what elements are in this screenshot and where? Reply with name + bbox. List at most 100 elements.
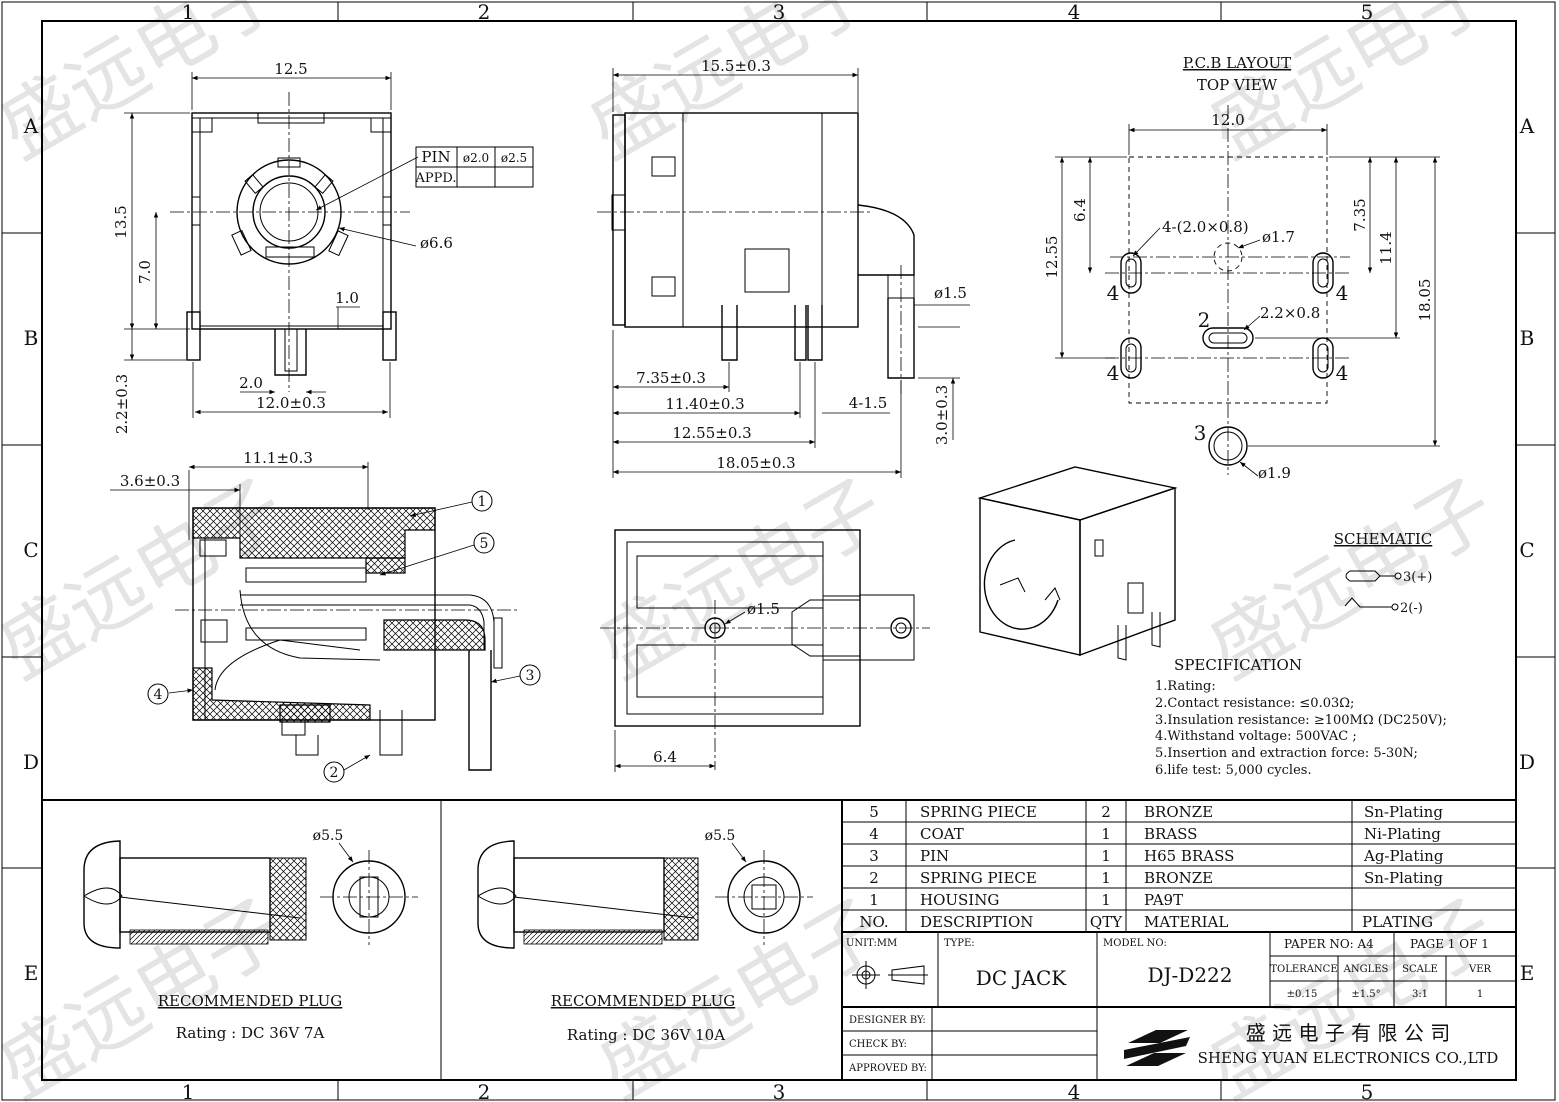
spec-title: SPECIFICATION xyxy=(1174,656,1302,674)
dim-diameter: ø6.6 xyxy=(420,234,453,252)
svg-text:SPRING PIECE: SPRING PIECE xyxy=(920,803,1037,821)
scale-label: SCALE xyxy=(1402,964,1438,975)
bottom-pin-dia: ø1.5 xyxy=(747,600,780,618)
pin-table-col: ø2.5 xyxy=(501,151,527,165)
row-label: E xyxy=(1520,961,1535,985)
svg-text:1: 1 xyxy=(1101,891,1111,909)
row-label: B xyxy=(1520,326,1535,350)
bom-row: 5 SPRING PIECE 2 BRONZE Sn-Plating xyxy=(869,803,1443,821)
projection-symbol-icon xyxy=(852,961,928,989)
row-label: C xyxy=(1519,538,1534,562)
section-width: 11.1±0.3 xyxy=(243,449,313,467)
svg-text:COAT: COAT xyxy=(920,825,964,843)
plug-diameter: ø5.5 xyxy=(705,828,736,844)
pcb-pin-number: 4 xyxy=(1107,281,1120,305)
pcb-pin-number: 4 xyxy=(1107,361,1120,385)
iso-view xyxy=(977,466,1178,661)
svg-text:1: 1 xyxy=(1101,847,1111,865)
title-block: UNIT:MM TYPE: DC JACK MODEL NO: DJ-D222 … xyxy=(842,932,1516,1080)
callout: 1 xyxy=(478,494,487,510)
pcb-width: 12.0 xyxy=(1211,111,1244,129)
row-label: A xyxy=(23,114,39,138)
bom-header: NO. DESCRIPTION QTY MATERIAL PLATING xyxy=(859,913,1433,931)
callout: 4 xyxy=(154,687,163,703)
col-label: 2 xyxy=(478,1080,491,1102)
callout: 5 xyxy=(480,536,489,552)
callout: 3 xyxy=(526,668,535,684)
spec-item: 2.Contact resistance: ≤0.03Ω; xyxy=(1155,696,1354,711)
dim-top-length: 15.5±0.3 xyxy=(701,57,771,75)
svg-text:1: 1 xyxy=(869,891,879,909)
row-label: C xyxy=(23,538,38,562)
front-view: 12.5 13.5 7.0 2.2±0.3 12.0±0.3 2.0 1.0 ø… xyxy=(112,60,534,434)
recommended-plug-2: ø5.5 RECOMMENDED PLUG Rating : DC 36V 10… xyxy=(477,828,813,1044)
angles-value: ±1.5° xyxy=(1351,989,1380,1000)
svg-text:H65 BRASS: H65 BRASS xyxy=(1144,847,1234,865)
dim-side: 11.40±0.3 xyxy=(665,395,744,413)
svg-text:MATERIAL: MATERIAL xyxy=(1144,913,1228,931)
scale-value: 3:1 xyxy=(1412,989,1428,1000)
svg-text:3: 3 xyxy=(869,847,879,865)
dim-pin-dia: ø1.5 xyxy=(934,284,967,302)
spec-item: 3.Insulation resistance: ≥100MΩ (DC250V)… xyxy=(1155,713,1447,728)
plug-diameter: ø5.5 xyxy=(313,828,344,844)
row-label: D xyxy=(23,750,39,774)
pin-table-label: APPD. xyxy=(415,171,457,186)
pin-table-col: ø2.0 xyxy=(463,151,489,165)
pcb-dim-right: 11.4 xyxy=(1377,231,1395,264)
plug-title: RECOMMENDED PLUG xyxy=(551,992,735,1010)
specification: SPECIFICATION 1.Rating: 2.Contact resist… xyxy=(1155,656,1447,778)
angles-label: ANGLES xyxy=(1343,964,1389,975)
pcb-dim-left: 6.4 xyxy=(1071,198,1089,222)
svg-text:BRONZE: BRONZE xyxy=(1144,803,1213,821)
dim-height: 13.5 xyxy=(112,205,130,238)
recommended-plug-1: ø5.5 RECOMMENDED PLUG Rating : DC 36V 7A xyxy=(83,828,418,1042)
watermark-text: 盛远电子 xyxy=(585,463,900,697)
svg-text:2: 2 xyxy=(869,869,879,887)
col-label: 3 xyxy=(773,1080,786,1102)
col-label: 5 xyxy=(1361,0,1374,24)
dim-pin-width: 2.0 xyxy=(239,374,263,392)
pcb-slot2-label: 2.2×0.8 xyxy=(1260,304,1320,322)
ver-label: VER xyxy=(1468,964,1492,975)
bom-table: 5 SPRING PIECE 2 BRONZE Sn-Plating 4 COA… xyxy=(842,800,1516,933)
pcb-slot-label: 4-(2.0×0.8) xyxy=(1162,218,1249,236)
dim-width: 12.5 xyxy=(274,60,307,78)
bom-row: 4 COAT 1 BRASS Ni-Plating xyxy=(869,825,1441,843)
model-value: DJ-D222 xyxy=(1147,963,1232,987)
callout: 2 xyxy=(330,765,339,781)
pcb-layout: P.C.B LAYOUT TOP VIEW 12.0 12.55 6.4 7.3… xyxy=(1043,54,1440,482)
col-label: 5 xyxy=(1361,1080,1374,1102)
svg-text:4: 4 xyxy=(869,825,879,843)
svg-text:5: 5 xyxy=(869,803,879,821)
pcb-pin-number: 4 xyxy=(1336,281,1349,305)
approved-label: APPROVED BY: xyxy=(848,1063,927,1074)
dim-pin-length: 2.2±0.3 xyxy=(113,374,131,434)
schematic: SCHEMATIC 3(+) 2(-) xyxy=(1334,530,1433,616)
paper-no: PAPER NO: A4 xyxy=(1284,937,1374,951)
col-label: 2 xyxy=(478,0,491,24)
plug-title: RECOMMENDED PLUG xyxy=(158,992,342,1010)
bom-row: 2 SPRING PIECE 1 BRONZE Sn-Plating xyxy=(869,869,1443,887)
pcb-dim-right: 7.35 xyxy=(1351,198,1369,231)
plug-rating: Rating : DC 36V 10A xyxy=(567,1026,725,1044)
bottom-view: ø1.5 6.4 xyxy=(600,529,930,772)
pcb-hole3-label: ø1.9 xyxy=(1258,464,1291,482)
bom-row: 1 HOUSING 1 PA9T xyxy=(869,891,1183,909)
ver-value: 1 xyxy=(1477,989,1483,1000)
col-label: 3 xyxy=(773,0,786,24)
svg-text:2: 2 xyxy=(1101,803,1111,821)
dim-pin-pitch: 12.0±0.3 xyxy=(256,394,326,412)
row-label: D xyxy=(1519,750,1535,774)
svg-text:PA9T: PA9T xyxy=(1144,891,1183,909)
dim-pin-height: 3.0±0.3 xyxy=(933,385,951,445)
svg-text:HOUSING: HOUSING xyxy=(920,891,999,909)
tolerance-label: TOLERANCE xyxy=(1270,964,1337,975)
col-label: 4 xyxy=(1068,1080,1081,1102)
pcb-title: P.C.B LAYOUT xyxy=(1183,54,1291,72)
dim-side: 18.05±0.3 xyxy=(716,454,795,472)
side-view: 15.5±0.3 ø1.5 7.35±0.3 11.40±0.3 12.55±0… xyxy=(597,57,970,478)
designer-label: DESIGNER BY: xyxy=(849,1015,926,1026)
dim-side: 7.35±0.3 xyxy=(636,369,706,387)
